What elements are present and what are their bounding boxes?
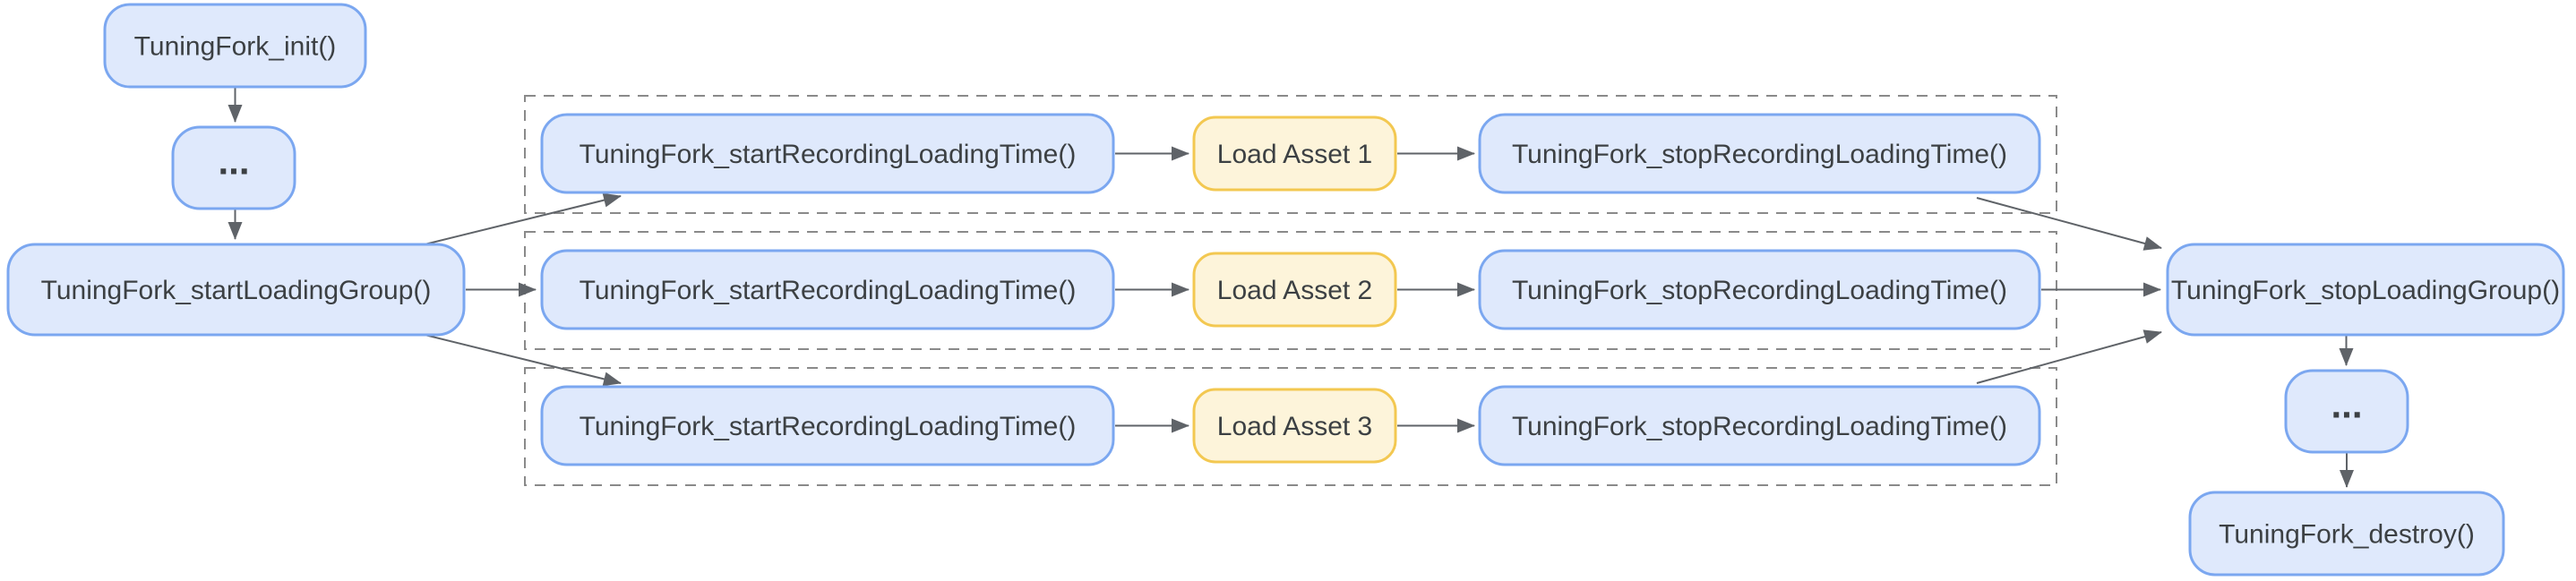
arrow-startloadinggroup-to-row1	[413, 192, 622, 248]
node-tuningfork-destroy-box	[2188, 491, 2505, 577]
node-stop-loading-group-box	[2166, 243, 2565, 337]
node-ellipsis-right-box	[2284, 369, 2409, 454]
node-row1-stop-recording-box	[1478, 113, 2041, 194]
node-ellipsis-right-label: ...	[2331, 384, 2362, 426]
node-stop-loading-group-label: TuningFork_stopLoadingGroup()	[2171, 276, 2560, 305]
flow-arrows	[228, 87, 2354, 488]
node-row1-stop-recording-label: TuningFork_stopRecordingLoadingTime()	[1512, 140, 2007, 169]
asset-group-3: TuningFork_startRecordingLoadingTime() L…	[540, 385, 2041, 466]
node-row3-load-asset-label: Load Asset 3	[1217, 412, 1372, 441]
node-ellipsis-right: ...	[2284, 369, 2409, 454]
node-stop-loading-group: TuningFork_stopLoadingGroup()	[2166, 243, 2565, 337]
node-tuningfork-destroy: TuningFork_destroy()	[2188, 491, 2505, 577]
node-ellipsis-left-label: ...	[218, 141, 249, 183]
node-row3-start-recording-label: TuningFork_startRecordingLoadingTime()	[580, 412, 1077, 441]
node-row1-load-asset-box	[1192, 115, 1397, 192]
node-row1-load-asset-label: Load Asset 1	[1217, 140, 1372, 169]
node-row2-load-asset-box	[1192, 252, 1397, 328]
node-row1-start-recording-box	[540, 113, 1115, 194]
asset-group-2: TuningFork_startRecordingLoadingTime() L…	[540, 249, 2041, 330]
node-row2-start-recording-label: TuningFork_startRecordingLoadingTime()	[580, 276, 1077, 305]
node-start-loading-group-label: TuningFork_startLoadingGroup()	[41, 276, 432, 305]
asset-group-1: TuningFork_startRecordingLoadingTime() L…	[540, 113, 2041, 194]
node-row3-load-asset-box	[1192, 388, 1397, 464]
node-row3-start-recording-box	[540, 385, 1115, 466]
node-start-loading-group-box	[6, 243, 466, 337]
node-start-loading-group: TuningFork_startLoadingGroup()	[6, 243, 466, 337]
node-tuningfork-init-label: TuningFork_init()	[134, 32, 337, 62]
arrow-row3-to-stoploadinggroup	[1976, 329, 2162, 384]
node-row2-stop-recording-box	[1478, 249, 2041, 330]
node-row3-stop-recording-box	[1478, 385, 2041, 466]
arrow-row1-to-stoploadinggroup	[1976, 197, 2162, 251]
node-ellipsis-left: ...	[171, 125, 296, 210]
node-row3-stop-recording-label: TuningFork_stopRecordingLoadingTime()	[1512, 412, 2007, 441]
node-row2-stop-recording-label: TuningFork_stopRecordingLoadingTime()	[1512, 276, 2007, 305]
arrow-startloadinggroup-to-row3	[413, 331, 622, 387]
node-tuningfork-init-box	[103, 3, 367, 89]
node-row1-start-recording-label: TuningFork_startRecordingLoadingTime()	[580, 140, 1077, 169]
asset-group-1-container	[524, 95, 2057, 214]
node-row2-load-asset-label: Load Asset 2	[1217, 276, 1372, 305]
node-row2-start-recording-box	[540, 249, 1115, 330]
asset-group-3-container	[524, 367, 2057, 486]
node-tuningfork-destroy-label: TuningFork_destroy()	[2219, 520, 2475, 550]
node-tuningfork-init: TuningFork_init()	[103, 3, 367, 89]
node-ellipsis-left-box	[171, 125, 296, 210]
